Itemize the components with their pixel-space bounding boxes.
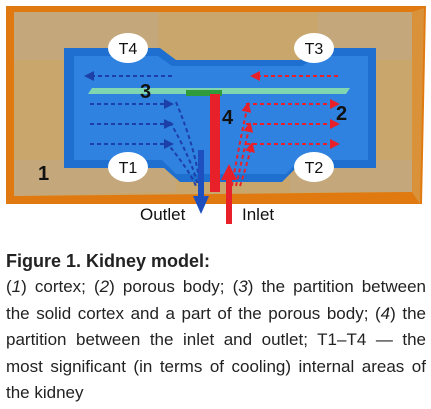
caption-item-3-number: 3 [238, 277, 248, 296]
inlet-pipe-arrow [221, 164, 237, 224]
partition-solid-cortex [88, 88, 350, 96]
svg-text:T3: T3 [305, 41, 324, 58]
label-porous-body: 2 [336, 103, 347, 125]
caption-item-3-text: ) the partition between the solid cortex… [6, 277, 427, 323]
label-cortex: 1 [38, 163, 49, 185]
zone-t3 [318, 12, 412, 60]
kidney-model-figure: T4 T3 T1 T2 1 2 3 4 Outlet Inlet [6, 6, 426, 224]
caption-item-1-number: 1 [11, 277, 22, 296]
caption-item-4-text: ) the partition between the inlet and ou… [6, 303, 426, 403]
svg-text:T4: T4 [119, 41, 138, 58]
caption-title: Figure 1. Kidney model: [6, 251, 211, 271]
zone-label-t3: T3 [294, 33, 334, 63]
figure-caption: Figure 1. Kidney model: (1) cortex; (2) … [6, 248, 426, 407]
zone-label-t1: T1 [108, 152, 148, 182]
caption-item-2-number: 2 [99, 277, 110, 296]
zone-label-t2: T2 [294, 152, 334, 182]
svg-text:T1: T1 [119, 160, 138, 177]
inlet-label: Inlet [242, 205, 274, 224]
partition-inlet-outlet [210, 94, 220, 192]
outlet-label: Outlet [140, 205, 186, 224]
caption-item-2-text: ) porous body; ( [109, 277, 239, 296]
zone-label-t4: T4 [108, 33, 148, 63]
svg-text:T2: T2 [305, 160, 324, 177]
caption-body: (1) cortex; (2) porous body; (3) the par… [6, 277, 427, 403]
label-partition-inlet-outlet: 4 [222, 107, 234, 129]
label-partition-solid: 3 [140, 81, 151, 103]
caption-item-1-text: cortex; ( [26, 277, 100, 296]
caption-item-4-number: 4 [380, 303, 391, 323]
outlet-pipe-arrow [193, 150, 209, 214]
